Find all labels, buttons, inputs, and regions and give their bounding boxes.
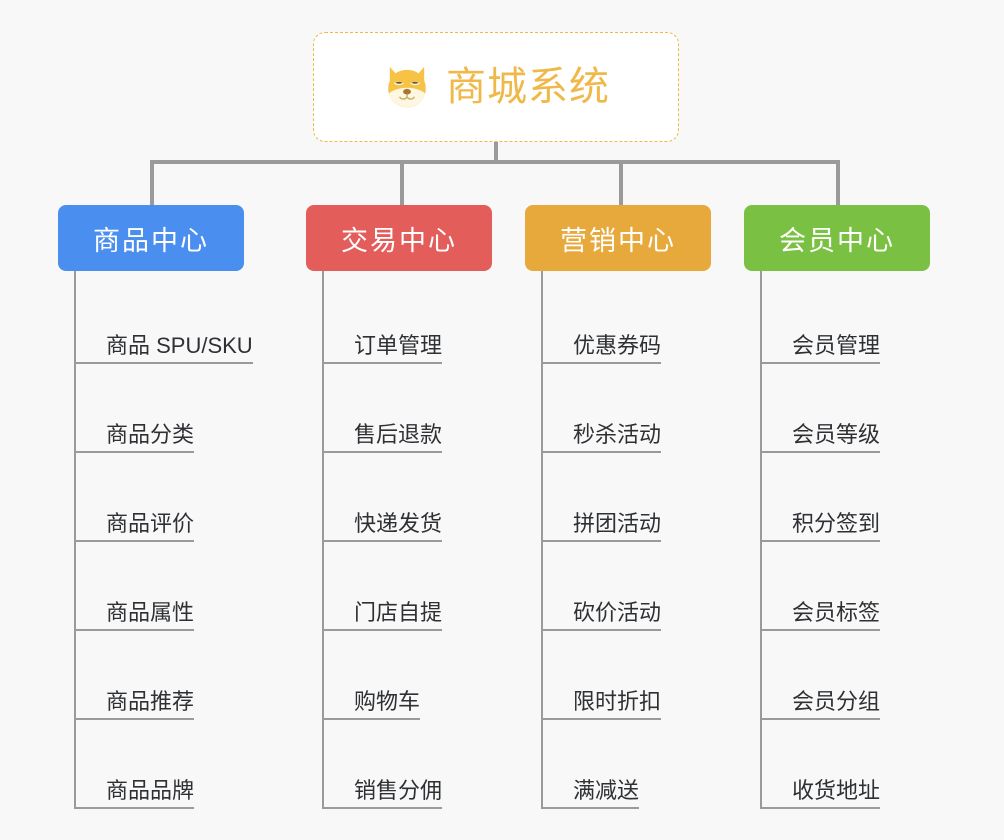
leaf-item[interactable]: 商品推荐 [76, 631, 244, 720]
leaf-item[interactable]: 售后退款 [324, 364, 492, 453]
connector-drop-3 [619, 160, 623, 207]
leaf-label: 秒杀活动 [543, 422, 662, 453]
leaf-item[interactable]: 收货地址 [762, 720, 930, 809]
leaf-item[interactable]: 商品评价 [76, 453, 244, 542]
leaf-label: 商品属性 [76, 600, 195, 631]
root-node[interactable]: 商城系统 [313, 32, 679, 142]
leaf-item[interactable]: 快递发货 [324, 453, 492, 542]
branch-column-4: 会员中心 会员管理 会员等级 积分签到 会员标签 会员分组 收货地址 [744, 205, 930, 809]
leaf-label: 商品推荐 [76, 689, 195, 720]
leaf-label: 优惠券码 [543, 333, 662, 364]
leaf-item[interactable]: 商品品牌 [76, 720, 244, 809]
branch-header-label-3: 营销中心 [560, 225, 676, 256]
connector-drop-4 [836, 160, 840, 207]
leaf-label: 会员等级 [762, 422, 881, 453]
leaf-label: 收货地址 [762, 778, 881, 809]
leaf-item[interactable]: 门店自提 [324, 542, 492, 631]
leaf-label: 售后退款 [324, 422, 443, 453]
leaf-item[interactable]: 拼团活动 [543, 453, 711, 542]
branch-column-1: 商品中心 商品 SPU/SKU 商品分类 商品评价 商品属性 商品推荐 商品品牌 [58, 205, 253, 809]
branch-column-2: 交易中心 订单管理 售后退款 快递发货 门店自提 购物车 销售分佣 [306, 205, 492, 809]
root-title: 商城系统 [446, 65, 610, 109]
leaf-item[interactable]: 会员分组 [762, 631, 930, 720]
leaf-item[interactable]: 会员标签 [762, 542, 930, 631]
branch-header-label-1: 商品中心 [93, 225, 209, 256]
leaf-label: 会员分组 [762, 689, 881, 720]
leaf-label: 拼团活动 [543, 511, 662, 542]
leaf-label: 销售分佣 [324, 778, 443, 809]
leaf-item[interactable]: 砍价活动 [543, 542, 711, 631]
leaf-item[interactable]: 商品属性 [76, 542, 244, 631]
leaf-label: 门店自提 [324, 600, 443, 631]
branch-header-1[interactable]: 商品中心 [58, 205, 244, 271]
branch-header-3[interactable]: 营销中心 [525, 205, 711, 271]
branch-header-label-2: 交易中心 [341, 225, 457, 256]
leaf-item[interactable]: 优惠券码 [543, 275, 711, 364]
leaf-label: 购物车 [324, 689, 421, 720]
shiba-dog-face-icon [388, 66, 426, 108]
leaf-item[interactable]: 订单管理 [324, 275, 492, 364]
branch-column-3: 营销中心 优惠券码 秒杀活动 拼团活动 砍价活动 限时折扣 满减送 [525, 205, 711, 809]
leaf-item[interactable]: 限时折扣 [543, 631, 711, 720]
leaf-label: 订单管理 [324, 333, 443, 364]
leaf-item[interactable]: 商品 SPU/SKU [76, 275, 253, 364]
branch-items-1: 商品 SPU/SKU 商品分类 商品评价 商品属性 商品推荐 商品品牌 [74, 271, 253, 809]
leaf-label: 会员标签 [762, 600, 881, 631]
branch-items-4: 会员管理 会员等级 积分签到 会员标签 会员分组 收货地址 [760, 271, 930, 809]
leaf-item[interactable]: 秒杀活动 [543, 364, 711, 453]
leaf-item[interactable]: 满减送 [543, 720, 711, 809]
leaf-item[interactable]: 商品分类 [76, 364, 244, 453]
leaf-item[interactable]: 购物车 [324, 631, 492, 720]
leaf-label: 限时折扣 [543, 689, 662, 720]
leaf-label: 商品评价 [76, 511, 195, 542]
branch-items-2: 订单管理 售后退款 快递发货 门店自提 购物车 销售分佣 [322, 271, 492, 809]
leaf-item[interactable]: 会员管理 [762, 275, 930, 364]
leaf-label: 商品 SPU/SKU [76, 333, 253, 364]
leaf-item[interactable]: 积分签到 [762, 453, 930, 542]
leaf-label: 砍价活动 [543, 600, 662, 631]
branch-header-label-4: 会员中心 [779, 225, 895, 256]
leaf-label: 积分签到 [762, 511, 881, 542]
connector-bus [150, 160, 840, 164]
connector-drop-1 [150, 160, 154, 207]
leaf-item[interactable]: 会员等级 [762, 364, 930, 453]
branch-header-4[interactable]: 会员中心 [744, 205, 930, 271]
connector-drop-2 [400, 160, 404, 207]
leaf-label: 会员管理 [762, 333, 881, 364]
branch-header-2[interactable]: 交易中心 [306, 205, 492, 271]
leaf-item[interactable]: 销售分佣 [324, 720, 492, 809]
leaf-label: 商品品牌 [76, 778, 195, 809]
leaf-label: 快递发货 [324, 511, 443, 542]
connector-root-stem [494, 142, 498, 164]
leaf-label: 满减送 [543, 778, 640, 809]
branch-items-3: 优惠券码 秒杀活动 拼团活动 砍价活动 限时折扣 满减送 [541, 271, 711, 809]
leaf-label: 商品分类 [76, 422, 195, 453]
